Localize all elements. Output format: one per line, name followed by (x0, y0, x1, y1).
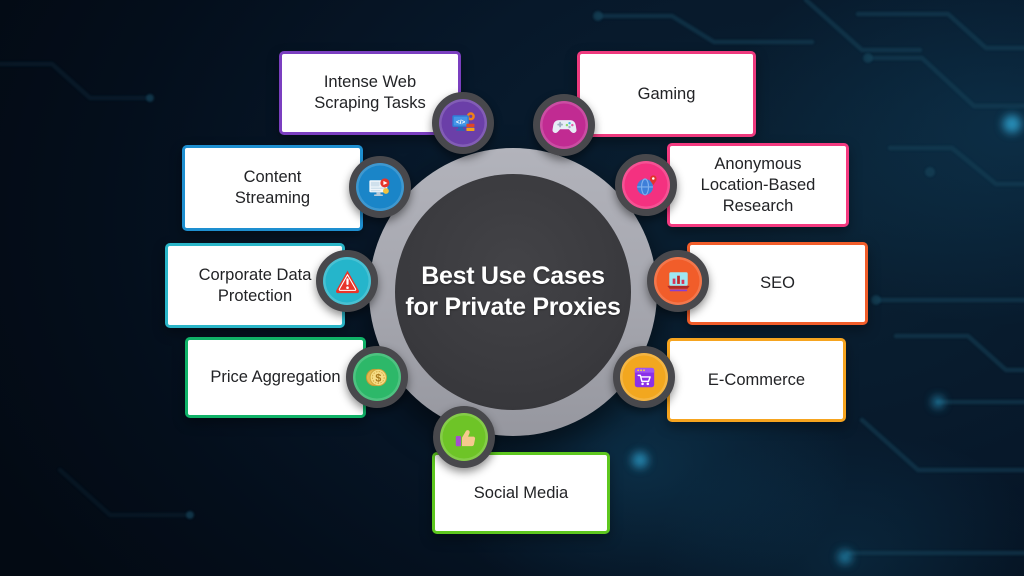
badge-price-aggregation: $ (346, 346, 408, 408)
globe-pin-icon (636, 174, 657, 195)
usecase-box-intense-web-scraping: Intense Web Scraping Tasks (279, 51, 461, 135)
badge-corporate-data (316, 250, 378, 312)
badge-core: </> (439, 99, 487, 147)
diagram-title: Best Use Cases for Private Proxies (405, 261, 621, 323)
usecase-label-intense-web-scraping: Intense Web Scraping Tasks (314, 73, 426, 112)
laptop-chart-icon (666, 271, 690, 291)
usecase-label-anonymous-research: Anonymous Location-Based Research (700, 154, 816, 215)
diagram-title-line1: Best Use Cases (421, 262, 605, 290)
usecase-box-gaming: Gaming (577, 51, 756, 137)
usecase-box-ecommerce: E-Commerce (667, 338, 846, 422)
usecase-label-price-aggregation: Price Aggregation (210, 368, 341, 386)
badge-core (356, 163, 404, 211)
usecase-label-corporate-data: Corporate Data Protection (198, 265, 312, 305)
badge-core (540, 101, 588, 149)
cart-window-icon (634, 367, 654, 387)
usecase-box-anonymous-research: Anonymous Location-Based Research (667, 143, 849, 227)
glow-dots (632, 115, 1021, 564)
circuit-nodes (146, 11, 935, 519)
svg-text:</>: </> (455, 119, 464, 126)
usecase-box-social-media: Social Media (432, 452, 610, 534)
thumbs-up-icon (455, 429, 475, 446)
usecase-label-gaming: Gaming (637, 84, 696, 103)
usecase-label-content-streaming: Content Streaming (234, 168, 311, 207)
badge-intense-web-scraping: </> (432, 92, 494, 154)
badge-seo (647, 250, 709, 312)
diagram-title-line2: for Private Proxies (405, 293, 621, 321)
usecase-box-content-streaming: Content Streaming (182, 145, 363, 231)
usecase-label-social-media: Social Media (473, 483, 569, 502)
usecase-box-corporate-data: Corporate Data Protection (165, 243, 345, 328)
badge-gaming (533, 94, 595, 156)
badge-content-streaming (349, 156, 411, 218)
dollar-coin-icon: $ (365, 368, 387, 386)
gamepad-icon (552, 119, 576, 133)
badge-core (622, 161, 670, 209)
badge-core (654, 257, 702, 305)
usecase-box-price-aggregation: Price Aggregation (185, 337, 366, 418)
warning-triangle-icon (335, 270, 359, 293)
svg-text:$: $ (375, 372, 381, 384)
usecase-label-ecommerce: E-Commerce (707, 370, 806, 389)
badge-anonymous-research (615, 154, 677, 216)
badge-core (620, 353, 668, 401)
code-monitor-icon: </> (451, 111, 475, 131)
badge-core (440, 413, 488, 461)
center-circle: Best Use Cases for Private Proxies (395, 174, 631, 410)
badge-ecommerce (613, 346, 675, 408)
badge-social-media (433, 406, 495, 468)
badge-core (323, 257, 371, 305)
streaming-monitor-icon (368, 177, 389, 196)
usecase-box-seo: SEO (687, 242, 868, 325)
badge-core: $ (353, 353, 401, 401)
circuit-traces (0, 0, 1024, 556)
usecase-label-seo: SEO (760, 274, 795, 292)
